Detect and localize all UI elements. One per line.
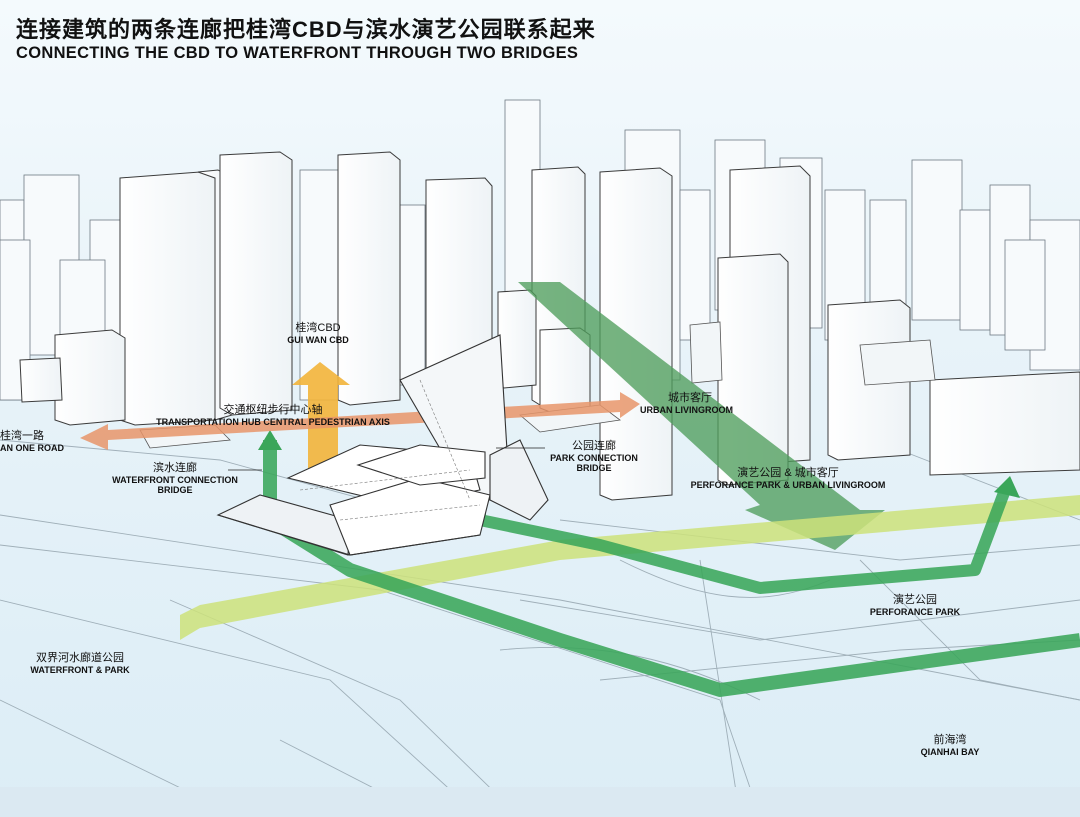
label-one-road: 桂湾一路 AN ONE ROAD: [0, 430, 90, 453]
label-en-1: PARK CONNECTION: [540, 453, 648, 463]
label-waterfront-park: 双界河水廊道公园 WATERFRONT & PARK: [20, 652, 140, 675]
label-en: URBAN LIVINGROOM: [640, 405, 780, 415]
label-cn: 桂湾一路: [0, 430, 90, 443]
bay-water: [0, 787, 1080, 817]
label-urban-livingroom: 城市客厅 URBAN LIVINGROOM: [640, 392, 780, 415]
label-transport-axis: 交通枢纽步行中心轴 TRANSPORTATION HUB CENTRAL PED…: [128, 404, 418, 427]
label-qianhai-bay: 前海湾 QIANHAI BAY: [905, 734, 995, 757]
label-en: QIANHAI BAY: [905, 747, 995, 757]
label-en: PERFORANCE PARK: [860, 607, 970, 617]
label-gui-wan-cbd: 桂湾CBD GUI WAN CBD: [268, 322, 368, 345]
label-cn: 演艺公园 & 城市客厅: [672, 467, 904, 480]
label-en: PERFORANCE PARK & URBAN LIVINGROOM: [672, 480, 904, 490]
label-perf-park: 演艺公园 PERFORANCE PARK: [860, 594, 970, 617]
green-arrow-head-left: [258, 430, 282, 450]
label-en: AN ONE ROAD: [0, 443, 90, 453]
title-en: CONNECTING THE CBD TO WATERFRONT THROUGH…: [16, 44, 578, 63]
label-cn: 桂湾CBD: [268, 322, 368, 335]
label-en: WATERFRONT & PARK: [20, 665, 140, 675]
label-en-1: WATERFRONT CONNECTION: [100, 475, 250, 485]
label-cn: 演艺公园: [860, 594, 970, 607]
label-en: GUI WAN CBD: [268, 335, 368, 345]
label-cn: 交通枢纽步行中心轴: [128, 404, 418, 417]
label-cn: 双界河水廊道公园: [20, 652, 140, 665]
label-park-bridge: 公园连廊 PARK CONNECTION BRIDGE: [540, 440, 648, 473]
label-perf-urban: 演艺公园 & 城市客厅 PERFORANCE PARK & URBAN LIVI…: [672, 467, 904, 490]
label-cn: 城市客厅: [640, 392, 780, 405]
label-en-2: BRIDGE: [100, 485, 250, 495]
label-cn: 公园连廊: [540, 440, 648, 453]
title-cn: 连接建筑的两条连廊把桂湾CBD与滨水演艺公园联系起来: [16, 12, 596, 44]
label-waterfront-bridge: 滨水连廊 WATERFRONT CONNECTION BRIDGE: [100, 462, 250, 495]
label-en-2: BRIDGE: [540, 463, 648, 473]
label-cn: 滨水连廊: [100, 462, 250, 475]
label-cn: 前海湾: [905, 734, 995, 747]
label-en: TRANSPORTATION HUB CENTRAL PEDESTRIAN AX…: [128, 417, 418, 427]
